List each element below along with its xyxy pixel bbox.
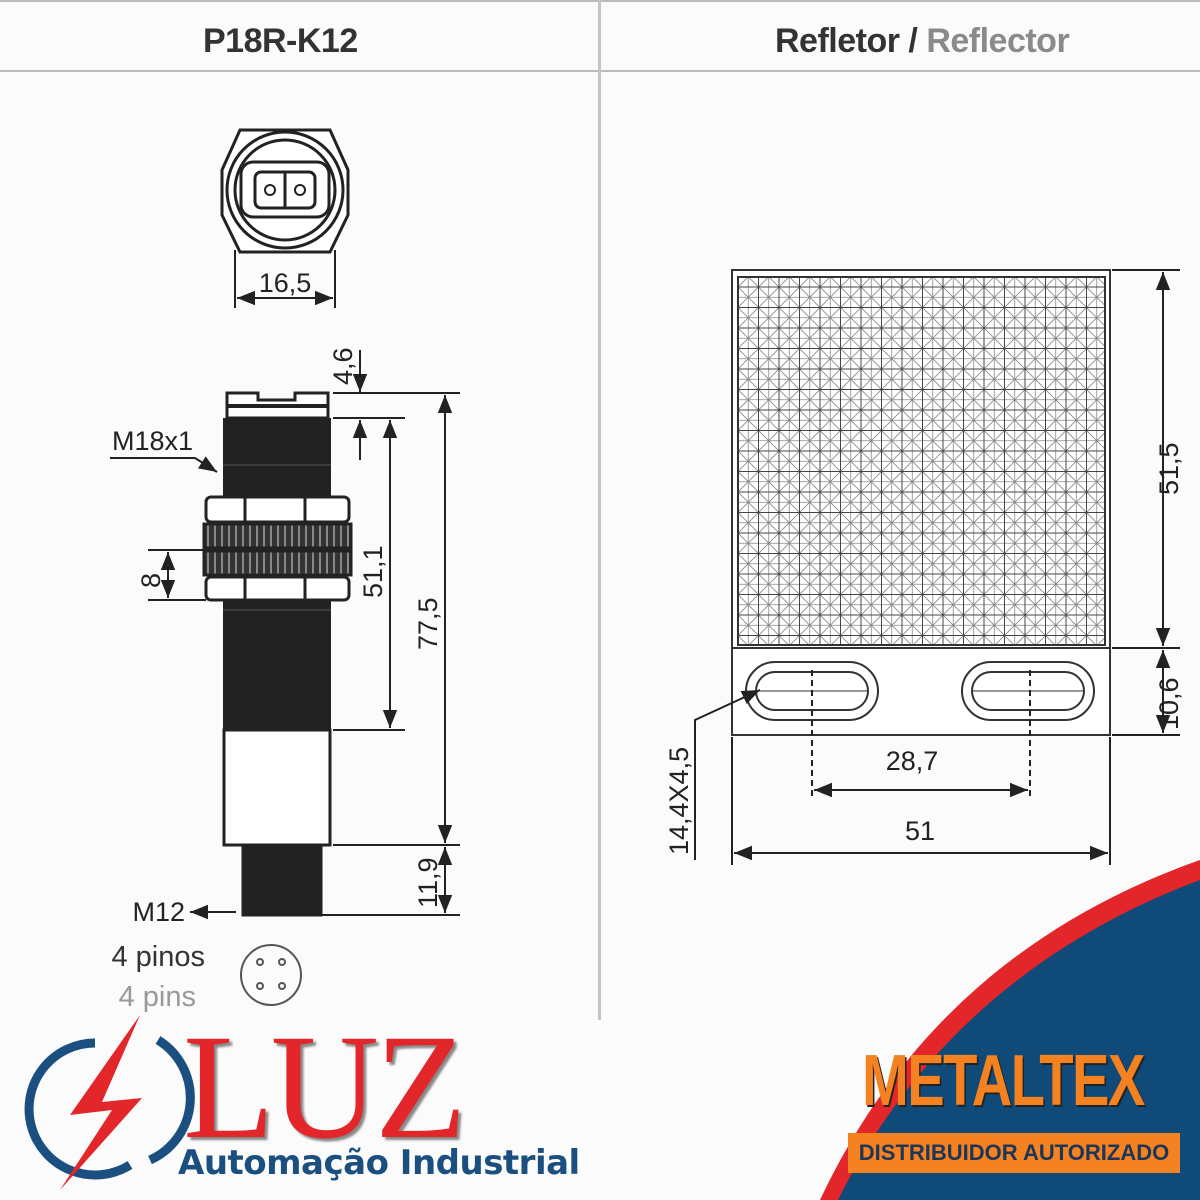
- pins-pt-label: 4 pinos: [111, 941, 205, 973]
- sensor-front-view: [220, 128, 350, 254]
- dim-connector-length-label: 11,9: [413, 857, 443, 908]
- luz-bolt-icon: [24, 1015, 195, 1190]
- thread-label: M18x1: [112, 426, 193, 456]
- dim-reflector-height-label: 51,5: [1154, 442, 1184, 495]
- pins-en-label: 4 pins: [119, 981, 196, 1013]
- connector-label: M12: [132, 897, 185, 927]
- dim-total-length-label: 77,5: [413, 597, 443, 650]
- dim-top-offset-label: 4,6: [328, 347, 358, 385]
- dim-slot-spacing-label: 28,7: [886, 746, 939, 776]
- blue-swoosh: [838, 880, 1200, 1200]
- dim-front-width-label: 16,5: [259, 268, 312, 298]
- pin-layout-icon: [240, 944, 302, 1006]
- title-pt: Refletor: [775, 22, 900, 60]
- metaltex-logo: METALTEX: [862, 1041, 1145, 1121]
- dim-lines-reflector: [694, 269, 1180, 865]
- dim-base-height-label: 10,6: [1154, 677, 1184, 730]
- column-divider: [598, 0, 601, 1020]
- dim-nut-label: 8: [136, 573, 166, 588]
- reflector-drawing: [731, 269, 1111, 736]
- metaltex-tagline: DISTRIBUIDOR AUTORIZADO: [848, 1133, 1180, 1173]
- sensor-side-view: [202, 391, 353, 917]
- dim-slot-size-label: 14,4X4,5: [664, 747, 694, 855]
- dim-reflector-width-label: 51: [905, 816, 935, 846]
- reflector-title: Refletor / Reflector: [775, 22, 1070, 61]
- dim-lines-sensor: [110, 350, 460, 920]
- dim-thread-length-label: 51,1: [358, 545, 388, 598]
- dim-front-width: [234, 250, 336, 308]
- title-sep: /: [899, 22, 927, 60]
- model-title: P18R-K12: [203, 22, 358, 60]
- luz-logo-text: LUZ: [183, 1004, 467, 1170]
- luz-subtitle: Automação Industrial: [178, 1143, 580, 1183]
- title-en: Reflector: [926, 22, 1070, 60]
